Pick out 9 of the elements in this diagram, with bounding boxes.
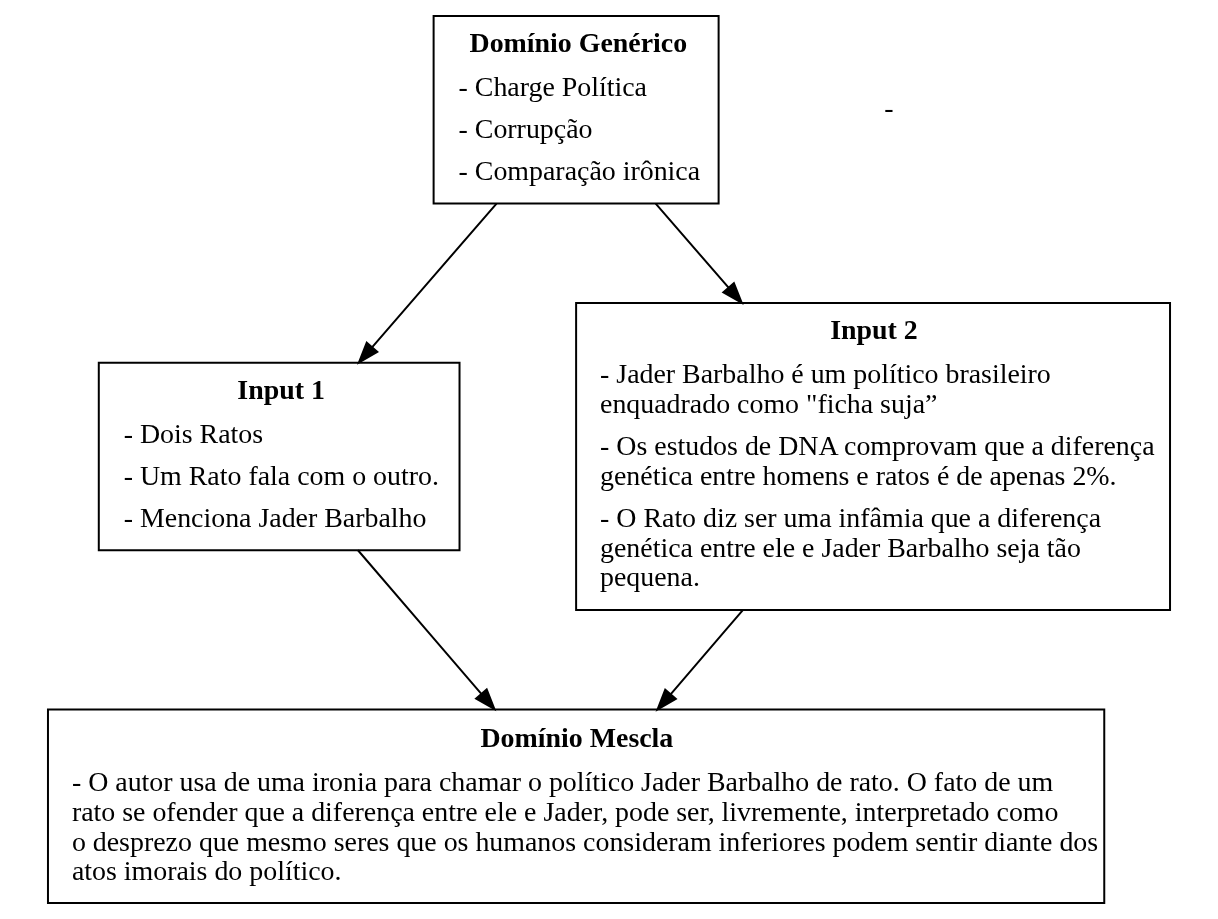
arrow <box>356 549 497 712</box>
arrow <box>655 609 744 712</box>
node-box: Domínio Mescla - O autor usa de uma ironia para chamar o político Jader Barbalho de rato. O fato de um rato se ofender que a diferença entre ele e Jader, pode ser, livremente, interpretado como o desprezo que mesmo seres que os humanos consideram inferiores podem sentir diante dos atos imorais do político. <box>46 708 1106 904</box>
node-box: Input 1 - Dois Ratos - Um Rato fala com o outro. - Menciona Jader Barbalho <box>97 361 461 552</box>
arrow <box>654 202 744 306</box>
node-box: Input 2 - Jader Barbalho é um político brasileiro enquadrado como "ficha suja” - Os estudos de DNA comprovam que a diferença genética entre homens e ratos é de apenas 2%. - O Rato diz ser uma infâmia que a diferença genética entre ele e Jader Barbalho seja tão pequena. <box>575 302 1172 611</box>
label: - <box>884 92 894 124</box>
node-box: Domínio Genérico - Charge Política - Corrupção - Comparação irônica <box>432 15 720 205</box>
arrow <box>357 202 498 365</box>
